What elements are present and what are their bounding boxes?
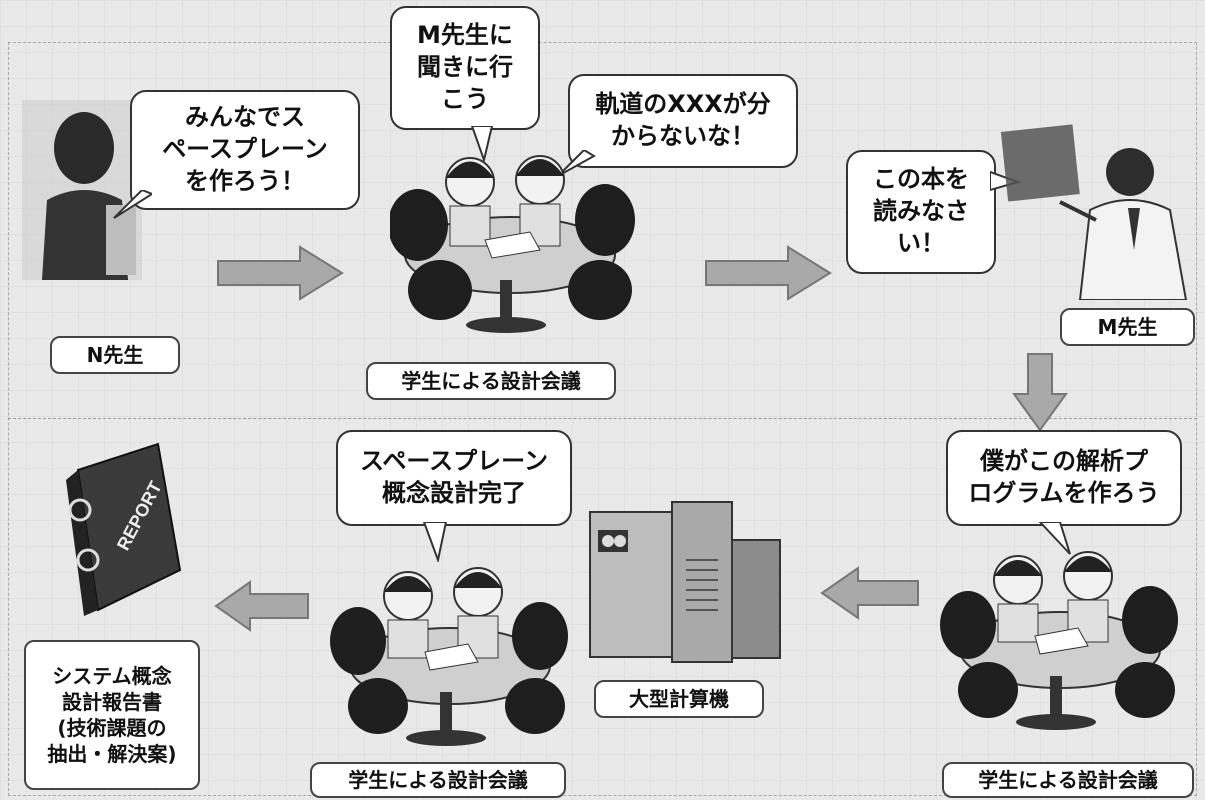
label-meeting-top: 学生による設計会議 (366, 362, 616, 400)
diagram-frame (8, 42, 1197, 796)
label-m-teacher: M先生 (1060, 308, 1195, 346)
row-divider (8, 418, 1197, 419)
bubble-tail (470, 126, 494, 162)
n-teacher-figure (22, 100, 142, 280)
speech-bubble-n-teacher: みんなでス ペースプレーン を作ろう！ (130, 90, 360, 210)
speech-text-orbit: 軌道のXXXが分 からないな！ (595, 90, 771, 150)
speech-text-read-book: この本を 読みなさ い！ (873, 165, 969, 257)
speech-bubble-go-ask: M先生に 聞きに行 こう (390, 6, 540, 130)
arrow-left-2 (214, 580, 309, 632)
m-teacher-figure (1000, 124, 1188, 300)
label-n-teacher: N先生 (50, 336, 180, 374)
label-meeting-bottom-right: 学生による設計会議 (942, 762, 1194, 798)
arrow-right-1 (217, 245, 344, 301)
label-computer: 大型計算機 (594, 680, 764, 718)
bubble-tail (113, 190, 152, 219)
speech-text-n-teacher: みんなでス ペースプレーン を作ろう！ (162, 103, 328, 195)
bubble-tail (557, 150, 596, 177)
label-report: システム概念 設計報告書 (技術課題の 抽出・解決案) (24, 640, 200, 790)
speech-text-design-complete: スペースプレーン 概念設計完了 (360, 447, 548, 507)
student-meeting-illustration (390, 155, 635, 333)
speech-bubble-orbit: 軌道のXXXが分 からないな！ (568, 74, 798, 168)
arrow-right-2 (705, 245, 832, 301)
speech-text-go-ask: M先生に 聞きに行 こう (417, 21, 513, 113)
speech-bubble-read-book: この本を 読みなさ い！ (846, 150, 996, 274)
arrow-down (1012, 353, 1068, 432)
speech-bubble-make-program: 僕がこの解析プ ログラムを作ろう (946, 430, 1182, 526)
speech-text-make-program: 僕がこの解析プ ログラムを作ろう (968, 447, 1160, 507)
arrow-left-1 (820, 566, 919, 620)
bubble-tail (1038, 522, 1071, 555)
bubble-tail (990, 170, 1020, 192)
bubble-tail (422, 522, 448, 562)
student-meeting-illustration (940, 551, 1178, 730)
student-meeting-illustration (330, 567, 568, 746)
label-meeting-bottom-mid: 学生による設計会議 (310, 762, 566, 798)
report-binder-illustration: REPORT (66, 442, 182, 616)
speech-bubble-design-complete: スペースプレーン 概念設計完了 (336, 430, 572, 526)
mainframe-computer-illustration (589, 501, 781, 663)
